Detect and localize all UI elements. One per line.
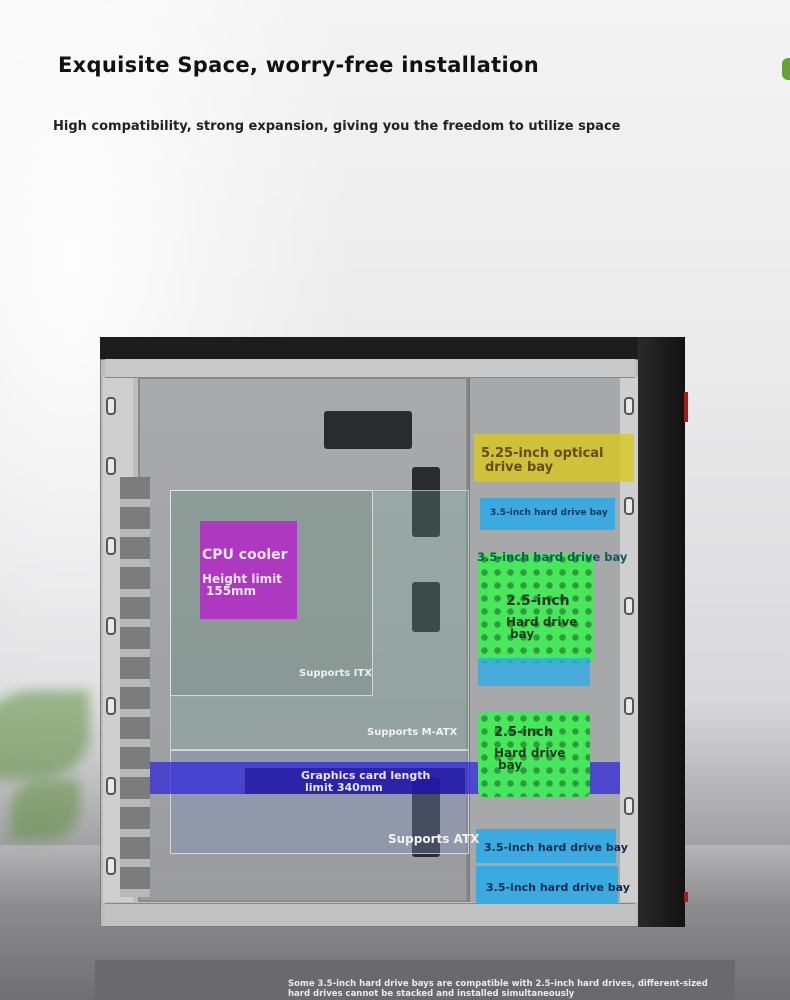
red-accent — [684, 392, 688, 422]
cpu-cooler-label: Height limit — [202, 572, 282, 586]
case-top-panel — [100, 337, 640, 359]
case-top-rail — [105, 359, 635, 378]
footnote-line: Some 3.5-inch hard drive bays are compat… — [288, 979, 708, 989]
gpu-label: Graphics card length — [301, 769, 431, 782]
gpu-label: limit 340mm — [305, 781, 383, 794]
optical-bay-label: drive bay — [485, 460, 554, 475]
ssd-bay-label: Hard drive — [494, 746, 566, 760]
mount-hole — [624, 497, 634, 515]
optical-bay-zone — [474, 434, 634, 482]
mount-hole — [106, 777, 116, 795]
cpu-cooler-label: 155mm — [206, 584, 257, 598]
cpu-cooler-label: CPU cooler — [202, 547, 288, 563]
hdd-bay-label: 3.5-inch hard drive bay — [477, 550, 628, 564]
mount-hole — [106, 457, 116, 475]
mount-hole — [624, 797, 634, 815]
atx-label: Supports ATX — [388, 832, 480, 846]
mount-hole — [106, 537, 116, 555]
plant-leaf-corner — [782, 58, 790, 80]
mount-hole — [624, 397, 634, 415]
case-bottom-rail — [105, 903, 635, 926]
ssd-bay-label: 2.5-inch — [494, 725, 554, 740]
ssd-bay-2-zone — [478, 712, 590, 797]
cable-cutout — [412, 467, 440, 537]
itx-label: Supports ITX — [299, 668, 372, 679]
pc-case — [100, 337, 688, 927]
expansion-slots — [120, 477, 150, 897]
mount-hole — [106, 857, 116, 875]
mount-hole — [106, 617, 116, 635]
hdd-bay-label: 3.5-inch hard drive bay — [490, 508, 608, 518]
hdd-bay-bottom-1-zone — [476, 829, 616, 863]
hdd-bay-bottom-2-zone — [476, 866, 618, 904]
ssd-bay-label: Hard drive — [506, 615, 578, 629]
mount-hole — [624, 597, 634, 615]
mount-hole — [106, 397, 116, 415]
cable-cutout — [412, 582, 440, 632]
cpu-cooler-zone — [200, 521, 297, 619]
hdd-bay-under-ssd-zone — [478, 658, 590, 686]
gpu-slot-shadow — [245, 768, 465, 794]
mount-hole — [106, 697, 116, 715]
ssd-bay-label: bay — [510, 627, 535, 641]
matx-label: Supports M-ATX — [367, 727, 458, 738]
footnote-line: hard drives cannot be stacked and instal… — [288, 989, 575, 999]
plant-leaf — [0, 690, 90, 780]
page-title: Exquisite Space, worry-free installation — [58, 53, 539, 77]
case-side-panel — [638, 337, 685, 927]
ssd-bay-label: bay — [498, 758, 523, 772]
plant-leaf — [10, 780, 80, 840]
display-shelf — [95, 960, 735, 1000]
ssd-bay-label: 2.5-inch — [506, 593, 570, 609]
optical-bay-label: 5.25-inch optical — [481, 446, 604, 461]
footnote: Some 3.5-inch hard drive bays are compat… — [288, 979, 708, 999]
red-accent — [684, 892, 688, 902]
hdd-bay-top-zone — [480, 498, 615, 530]
mount-hole — [624, 697, 634, 715]
ssd-bay-1-zone — [478, 553, 593, 663]
hdd-bay-label: 3.5-inch hard drive bay — [484, 841, 628, 854]
page-subtitle: High compatibility, strong expansion, gi… — [53, 119, 621, 134]
cable-cutout — [324, 411, 412, 449]
hdd-bay-label: 3.5-inch hard drive bay — [486, 881, 630, 894]
